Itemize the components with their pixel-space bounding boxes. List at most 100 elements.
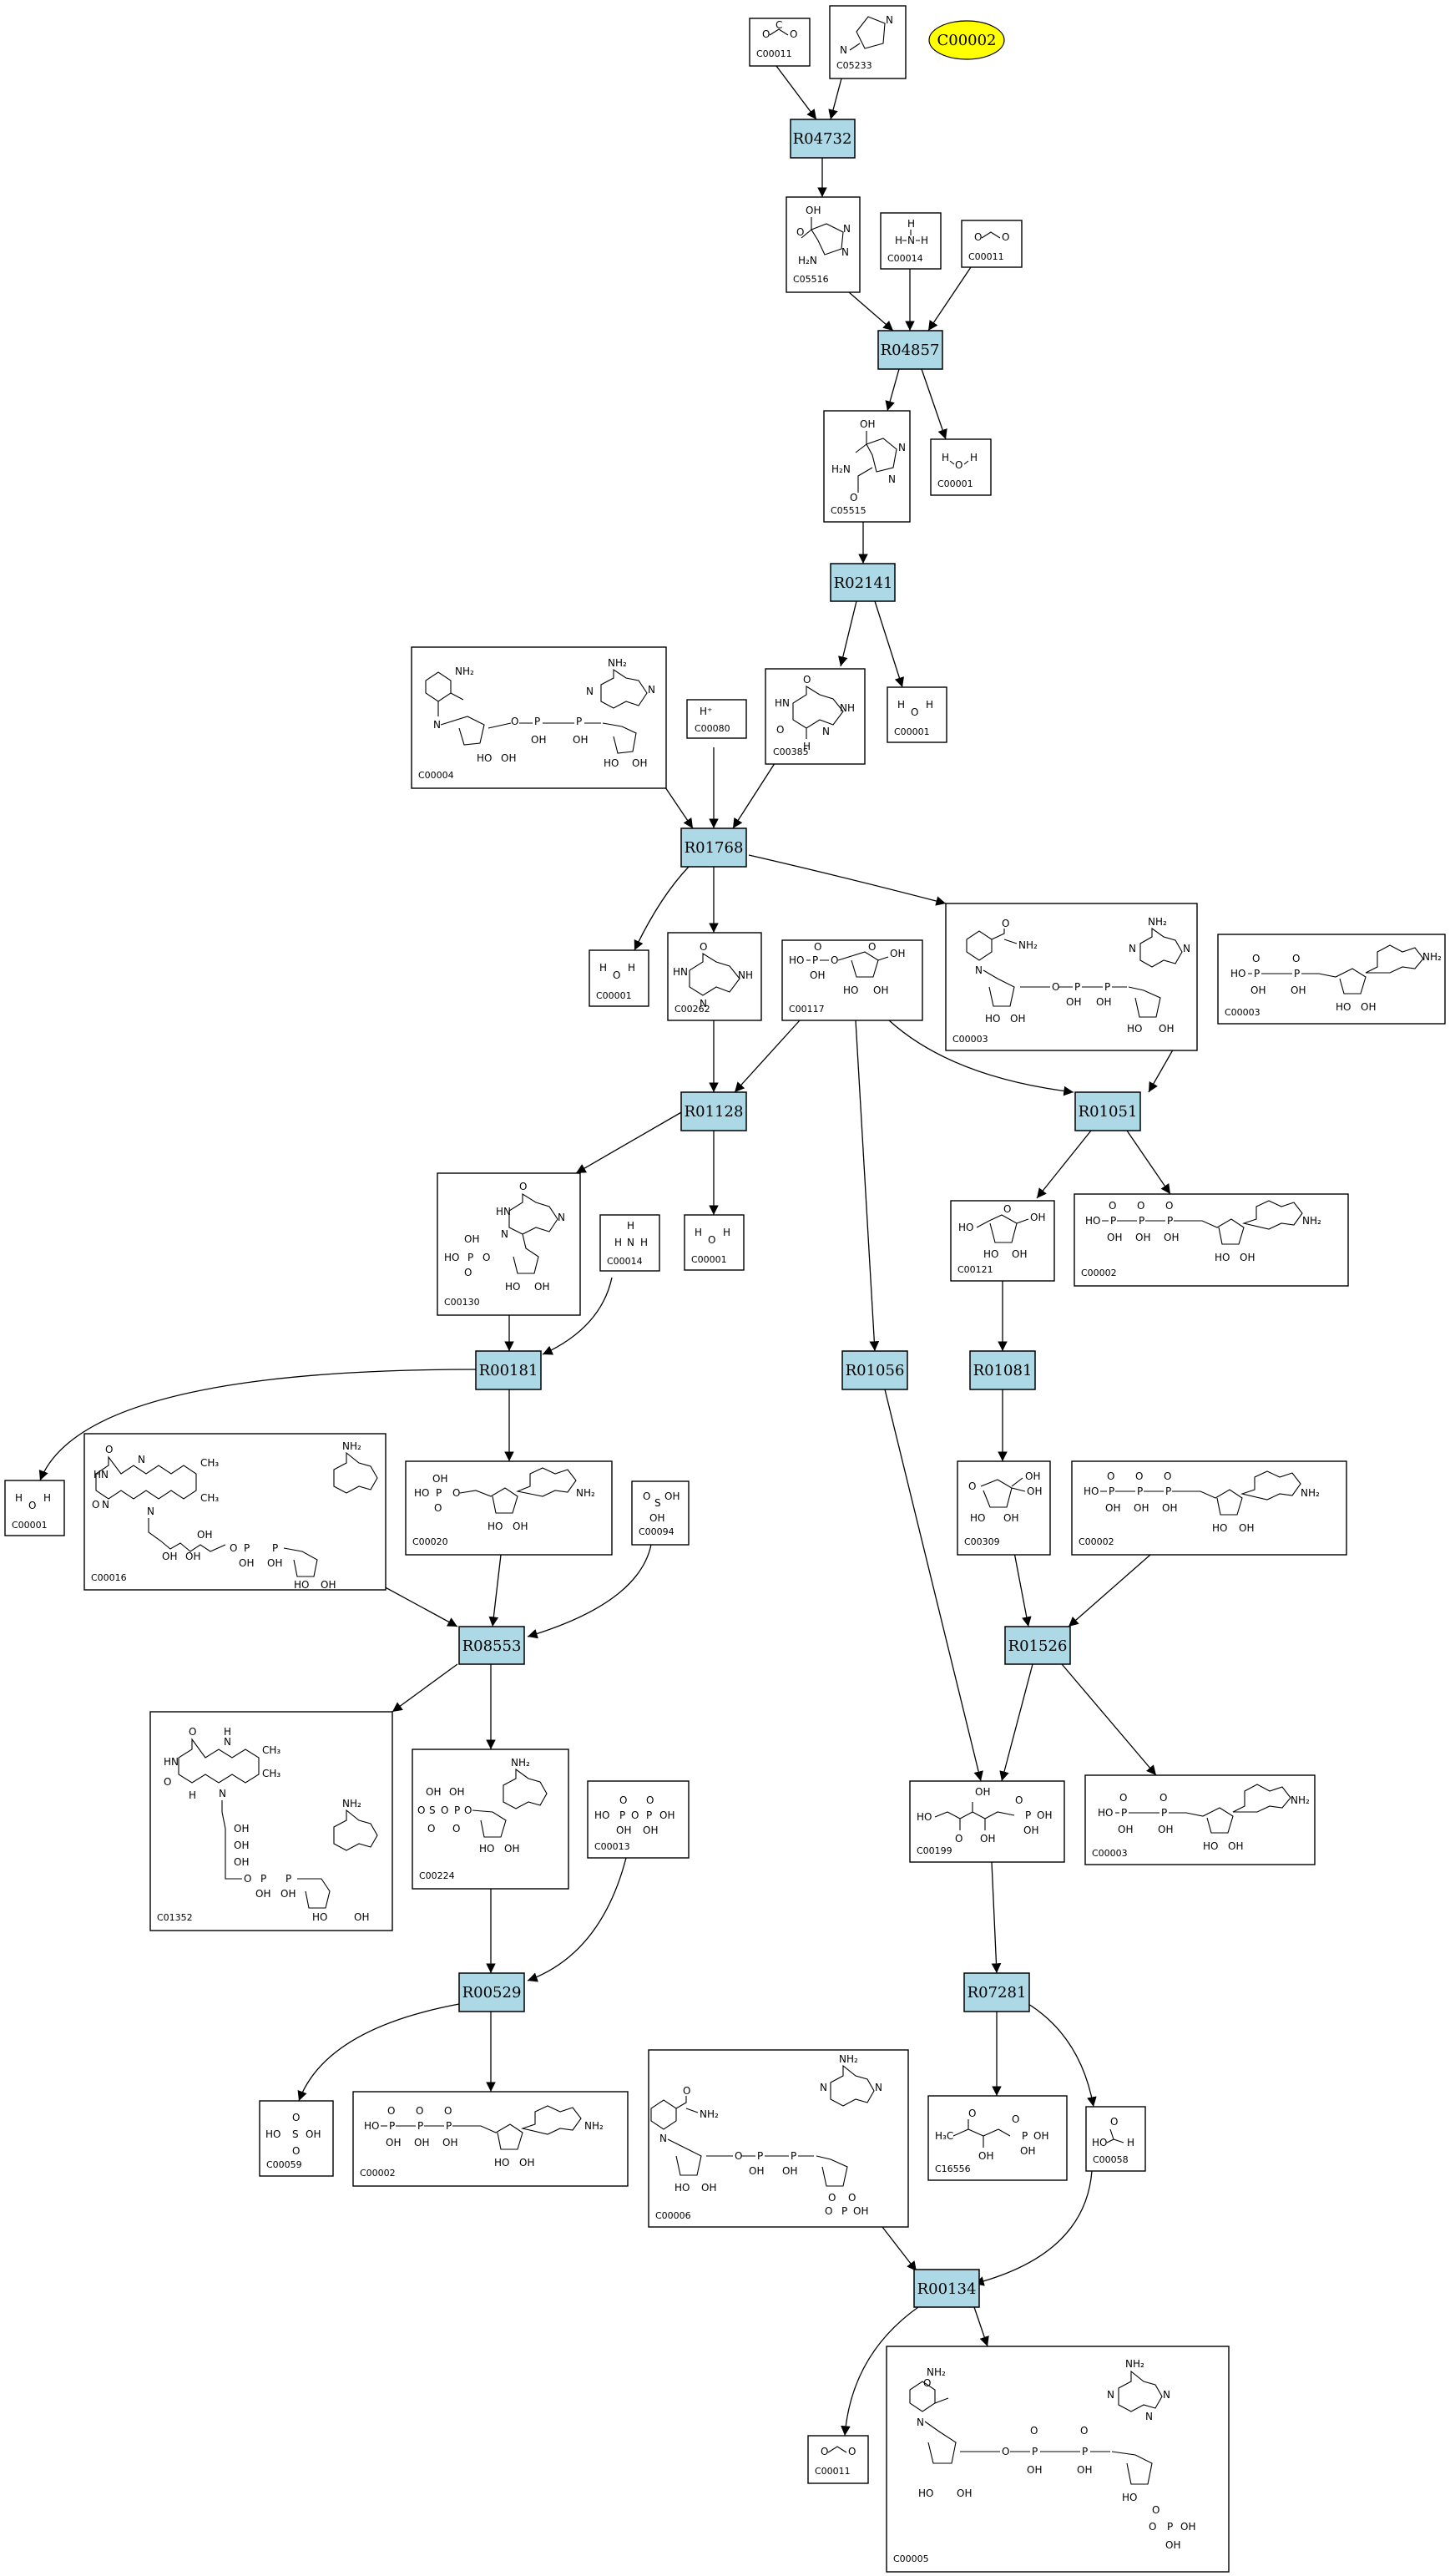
compound-c00001-water[interactable]: HOH C00001	[4, 1480, 65, 1536]
svg-text:NH₂: NH₂	[1301, 1487, 1320, 1499]
svg-text:OH: OH	[975, 1786, 990, 1798]
compound-c00001-water[interactable]: HOH C00001	[589, 949, 649, 1007]
svg-text:P: P	[812, 954, 818, 966]
reaction-label: R01768	[685, 839, 744, 857]
reaction-r04732[interactable]: R04732	[790, 119, 856, 159]
svg-text:HN: HN	[775, 697, 790, 709]
svg-text:OH: OH	[810, 969, 825, 981]
svg-text:O: O	[292, 2145, 300, 2157]
compound-label: C00016	[91, 1572, 127, 1583]
svg-text:OH: OH	[1134, 1502, 1149, 1514]
compound-label: C00309	[964, 1536, 1000, 1547]
svg-text:OH: OH	[649, 1512, 664, 1524]
svg-text:O: O	[796, 226, 804, 238]
reaction-label: R01128	[685, 1103, 744, 1121]
svg-text:OH: OH	[782, 2165, 797, 2177]
svg-text:O: O	[1135, 1470, 1143, 1482]
reaction-r08553[interactable]: R08553	[458, 1626, 525, 1665]
svg-text:N: N	[888, 473, 896, 485]
compound-label: C00385	[773, 746, 809, 757]
reaction-r04857[interactable]: R04857	[877, 330, 943, 370]
svg-text:P: P	[436, 1487, 442, 1499]
reaction-r01768[interactable]: R01768	[680, 827, 747, 868]
svg-text:HO: HO	[843, 984, 858, 996]
compound-label: C00058	[1093, 2154, 1129, 2165]
reaction-r01056[interactable]: R01056	[841, 1350, 908, 1390]
start-node[interactable]: C00002	[928, 20, 1005, 60]
svg-text:HN: HN	[673, 966, 688, 978]
reaction-label: R01056	[846, 1362, 905, 1379]
svg-text:N: N	[917, 2417, 924, 2428]
svg-text:O: O	[1149, 2521, 1156, 2533]
reaction-r01128[interactable]: R01128	[680, 1091, 747, 1131]
svg-text:OH: OH	[1180, 2521, 1195, 2533]
svg-text:O: O	[28, 1500, 36, 1511]
svg-text:OH: OH	[978, 2150, 993, 2162]
reaction-r01081[interactable]: R01081	[969, 1350, 1036, 1390]
compound-c00001-water[interactable]: HOH C00001	[684, 1214, 745, 1271]
svg-text:P: P	[417, 2120, 423, 2132]
compound-label: C00001	[937, 478, 973, 489]
reaction-r01526[interactable]: R01526	[1004, 1626, 1071, 1665]
compound-c05233-imidazole[interactable]: NN C05233	[829, 5, 907, 79]
reaction-r02141[interactable]: R02141	[830, 563, 896, 602]
svg-text:O: O	[1164, 1470, 1171, 1482]
svg-text:NH₂: NH₂	[576, 1487, 595, 1499]
reaction-r01051[interactable]: R01051	[1074, 1091, 1141, 1131]
compound-c00001-water[interactable]: HOH C00001	[930, 438, 992, 496]
reaction-r00134[interactable]: R00134	[913, 2269, 980, 2308]
compound-c00001-water[interactable]: HOH C00001	[887, 686, 947, 743]
reaction-r00529[interactable]: R00529	[458, 1972, 525, 2012]
svg-text:O: O	[1137, 1200, 1144, 1212]
svg-text:N: N	[886, 14, 893, 26]
reaction-label: R00529	[462, 1984, 522, 2002]
svg-text:P: P	[1025, 1809, 1031, 1821]
svg-text:OH: OH	[1105, 1502, 1120, 1514]
compound-label: C00011	[756, 48, 792, 59]
svg-text:O: O	[1015, 1794, 1023, 1806]
svg-text:P: P	[389, 2120, 395, 2132]
reaction-r00181[interactable]: R00181	[475, 1350, 542, 1390]
compound-c00080-proton[interactable]: H⁺ C00080	[686, 699, 747, 739]
svg-text:OH: OH	[386, 2137, 401, 2148]
reaction-r07281[interactable]: R07281	[963, 1972, 1030, 2012]
svg-text:O: O	[619, 1794, 627, 1806]
svg-text:O: O	[482, 1252, 490, 1263]
svg-text:OH: OH	[573, 734, 588, 746]
svg-text:O: O	[416, 2105, 423, 2117]
